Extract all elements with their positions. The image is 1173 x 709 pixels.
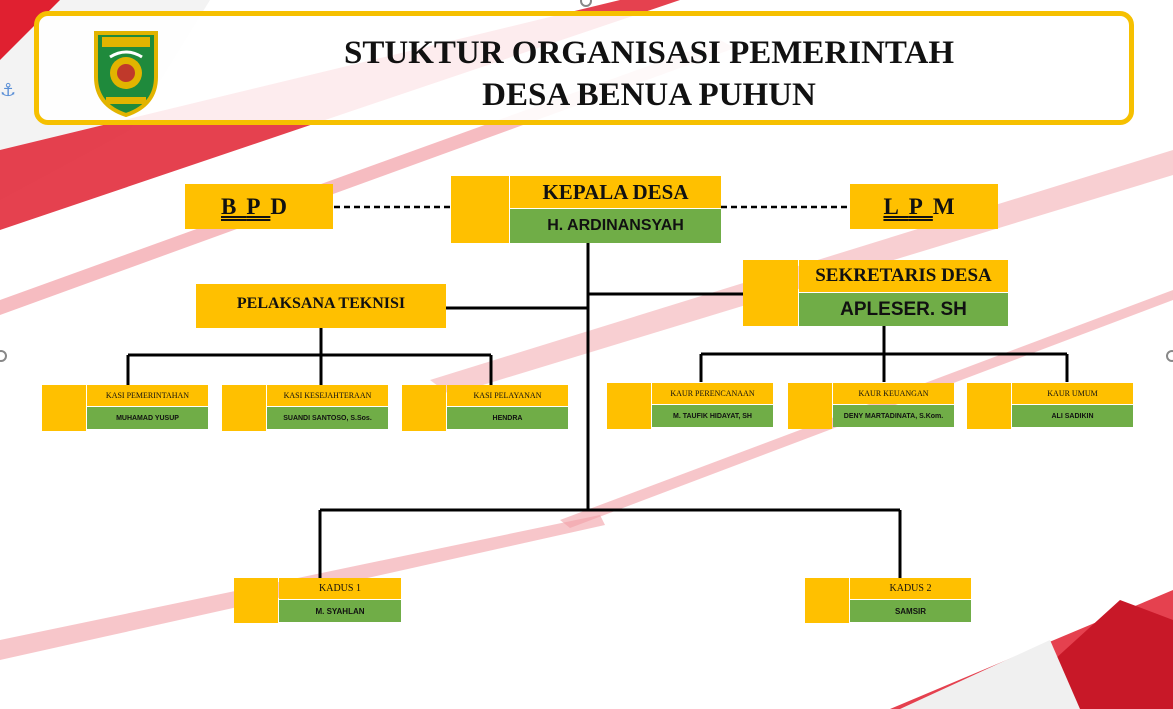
kadus-1-name-box xyxy=(279,600,401,622)
page-title: STUKTUR ORGANISASI PEMERINTAH DESA BENUA… xyxy=(189,32,1109,116)
anchor-icon: ⚓ xyxy=(0,80,17,101)
title-line-2: DESA BENUA PUHUN xyxy=(482,77,816,113)
kasi-pemerintahan-photo-placeholder xyxy=(42,385,86,431)
kadus-1-photo-placeholder xyxy=(234,578,278,623)
kepala-desa-name-box xyxy=(510,209,721,243)
kadus-2-photo-placeholder xyxy=(805,578,849,623)
kadus-1-title: KADUS 1 xyxy=(319,583,361,594)
kaur-keuangan-title-box xyxy=(833,383,954,404)
kaur-umum-name-box xyxy=(1012,405,1133,427)
handle-left[interactable] xyxy=(0,350,7,362)
handle-top[interactable] xyxy=(580,0,592,7)
lpm-letter-p: P xyxy=(908,193,933,219)
kasi-pemerintahan-title: KASI PEMERINTAHAN xyxy=(105,391,190,400)
kadus-1-title-box xyxy=(279,578,401,599)
pelaksana-teknisi-box xyxy=(196,284,446,328)
bpd-box xyxy=(185,184,333,229)
kaur-keuangan-name: DENY MARTADINATA, S.Kom. xyxy=(843,412,944,420)
pelaksana-teknisi-title: PELAKSANA TEKNISI xyxy=(236,295,406,312)
kasi-pelayanan-title: KASI PELAYANAN xyxy=(473,391,542,400)
kasi-pemerintahan-title-box xyxy=(87,385,208,406)
title-frame: STUKTUR ORGANISASI PEMERINTAH DESA BENUA… xyxy=(34,11,1134,125)
bpd-letter-p: P xyxy=(246,193,271,219)
kasi-pelayanan-name: HENDRA xyxy=(492,414,523,422)
kaur-perencanaan-photo-placeholder xyxy=(607,383,651,429)
kaur-umum-photo-placeholder xyxy=(967,383,1011,429)
kadus-2-name: SAMSIR xyxy=(894,606,927,616)
kaur-umum-title-box xyxy=(1012,383,1133,404)
sekretaris-desa-name-box xyxy=(799,293,1008,326)
sekretaris-desa-name: APLESER. SH xyxy=(840,298,967,320)
kadus-2-title: KADUS 2 xyxy=(889,583,932,594)
sekretaris-desa-title-box xyxy=(799,260,1008,292)
kaur-keuangan-title: KAUR KEUANGAN xyxy=(858,389,929,398)
kaur-perencanaan-title: KAUR PERENCANAAN xyxy=(670,389,755,398)
kaur-perencanaan-name: M. TAUFIK HIDAYAT, SH xyxy=(673,412,752,420)
sekretaris-desa-title: SEKRETARIS DESA xyxy=(815,265,992,286)
bpd-letter-b: B xyxy=(220,193,247,219)
kasi-kesejahteraan-photo-placeholder xyxy=(222,385,266,431)
title-line-1: STUKTUR ORGANISASI PEMERINTAH xyxy=(344,35,954,71)
kaur-perencanaan-name-box xyxy=(652,405,773,427)
lpm-letter-m: M xyxy=(932,193,965,219)
kasi-kesejahteraan-name-box xyxy=(267,407,388,429)
kasi-pelayanan-photo-placeholder xyxy=(402,385,446,431)
kasi-kesejahteraan-title: KASI KESEJAHTERAAN xyxy=(283,391,372,400)
kepala-desa-name: H. ARDINANSYAH xyxy=(547,217,684,234)
sekretaris-desa-photo-placeholder xyxy=(743,260,798,326)
kepala-desa-photo-placeholder xyxy=(451,176,509,243)
kasi-pemerintahan-name: MUHAMAD YUSUP xyxy=(116,414,179,422)
kepala-desa-title-box xyxy=(510,176,721,208)
kaur-umum-name: ALI SADIKIN xyxy=(1051,412,1094,420)
regency-emblem-icon xyxy=(94,31,158,117)
bpd-letter-d: D xyxy=(270,193,298,219)
kaur-keuangan-photo-placeholder xyxy=(788,383,832,429)
kasi-pelayanan-title-box xyxy=(447,385,568,406)
kepala-desa-title: KEPALA DESA xyxy=(542,179,689,204)
kadus-2-title-box xyxy=(850,578,971,599)
kasi-pelayanan-name-box xyxy=(447,407,568,429)
kaur-keuangan-name-box xyxy=(833,405,954,427)
kaur-umum-title: KAUR UMUM xyxy=(1047,389,1098,398)
kadus-1-name: M. SYAHLAN xyxy=(315,606,365,616)
lpm-box xyxy=(850,184,998,229)
kasi-kesejahteraan-title-box xyxy=(267,385,388,406)
lpm-letter-l: L xyxy=(883,193,909,219)
handle-right[interactable] xyxy=(1166,350,1173,362)
kaur-perencanaan-title-box xyxy=(652,383,773,404)
kasi-kesejahteraan-name: SUANDI SANTOSO, S.Sos. xyxy=(283,414,372,422)
kadus-2-name-box xyxy=(850,600,971,622)
kasi-pemerintahan-name-box xyxy=(87,407,208,429)
